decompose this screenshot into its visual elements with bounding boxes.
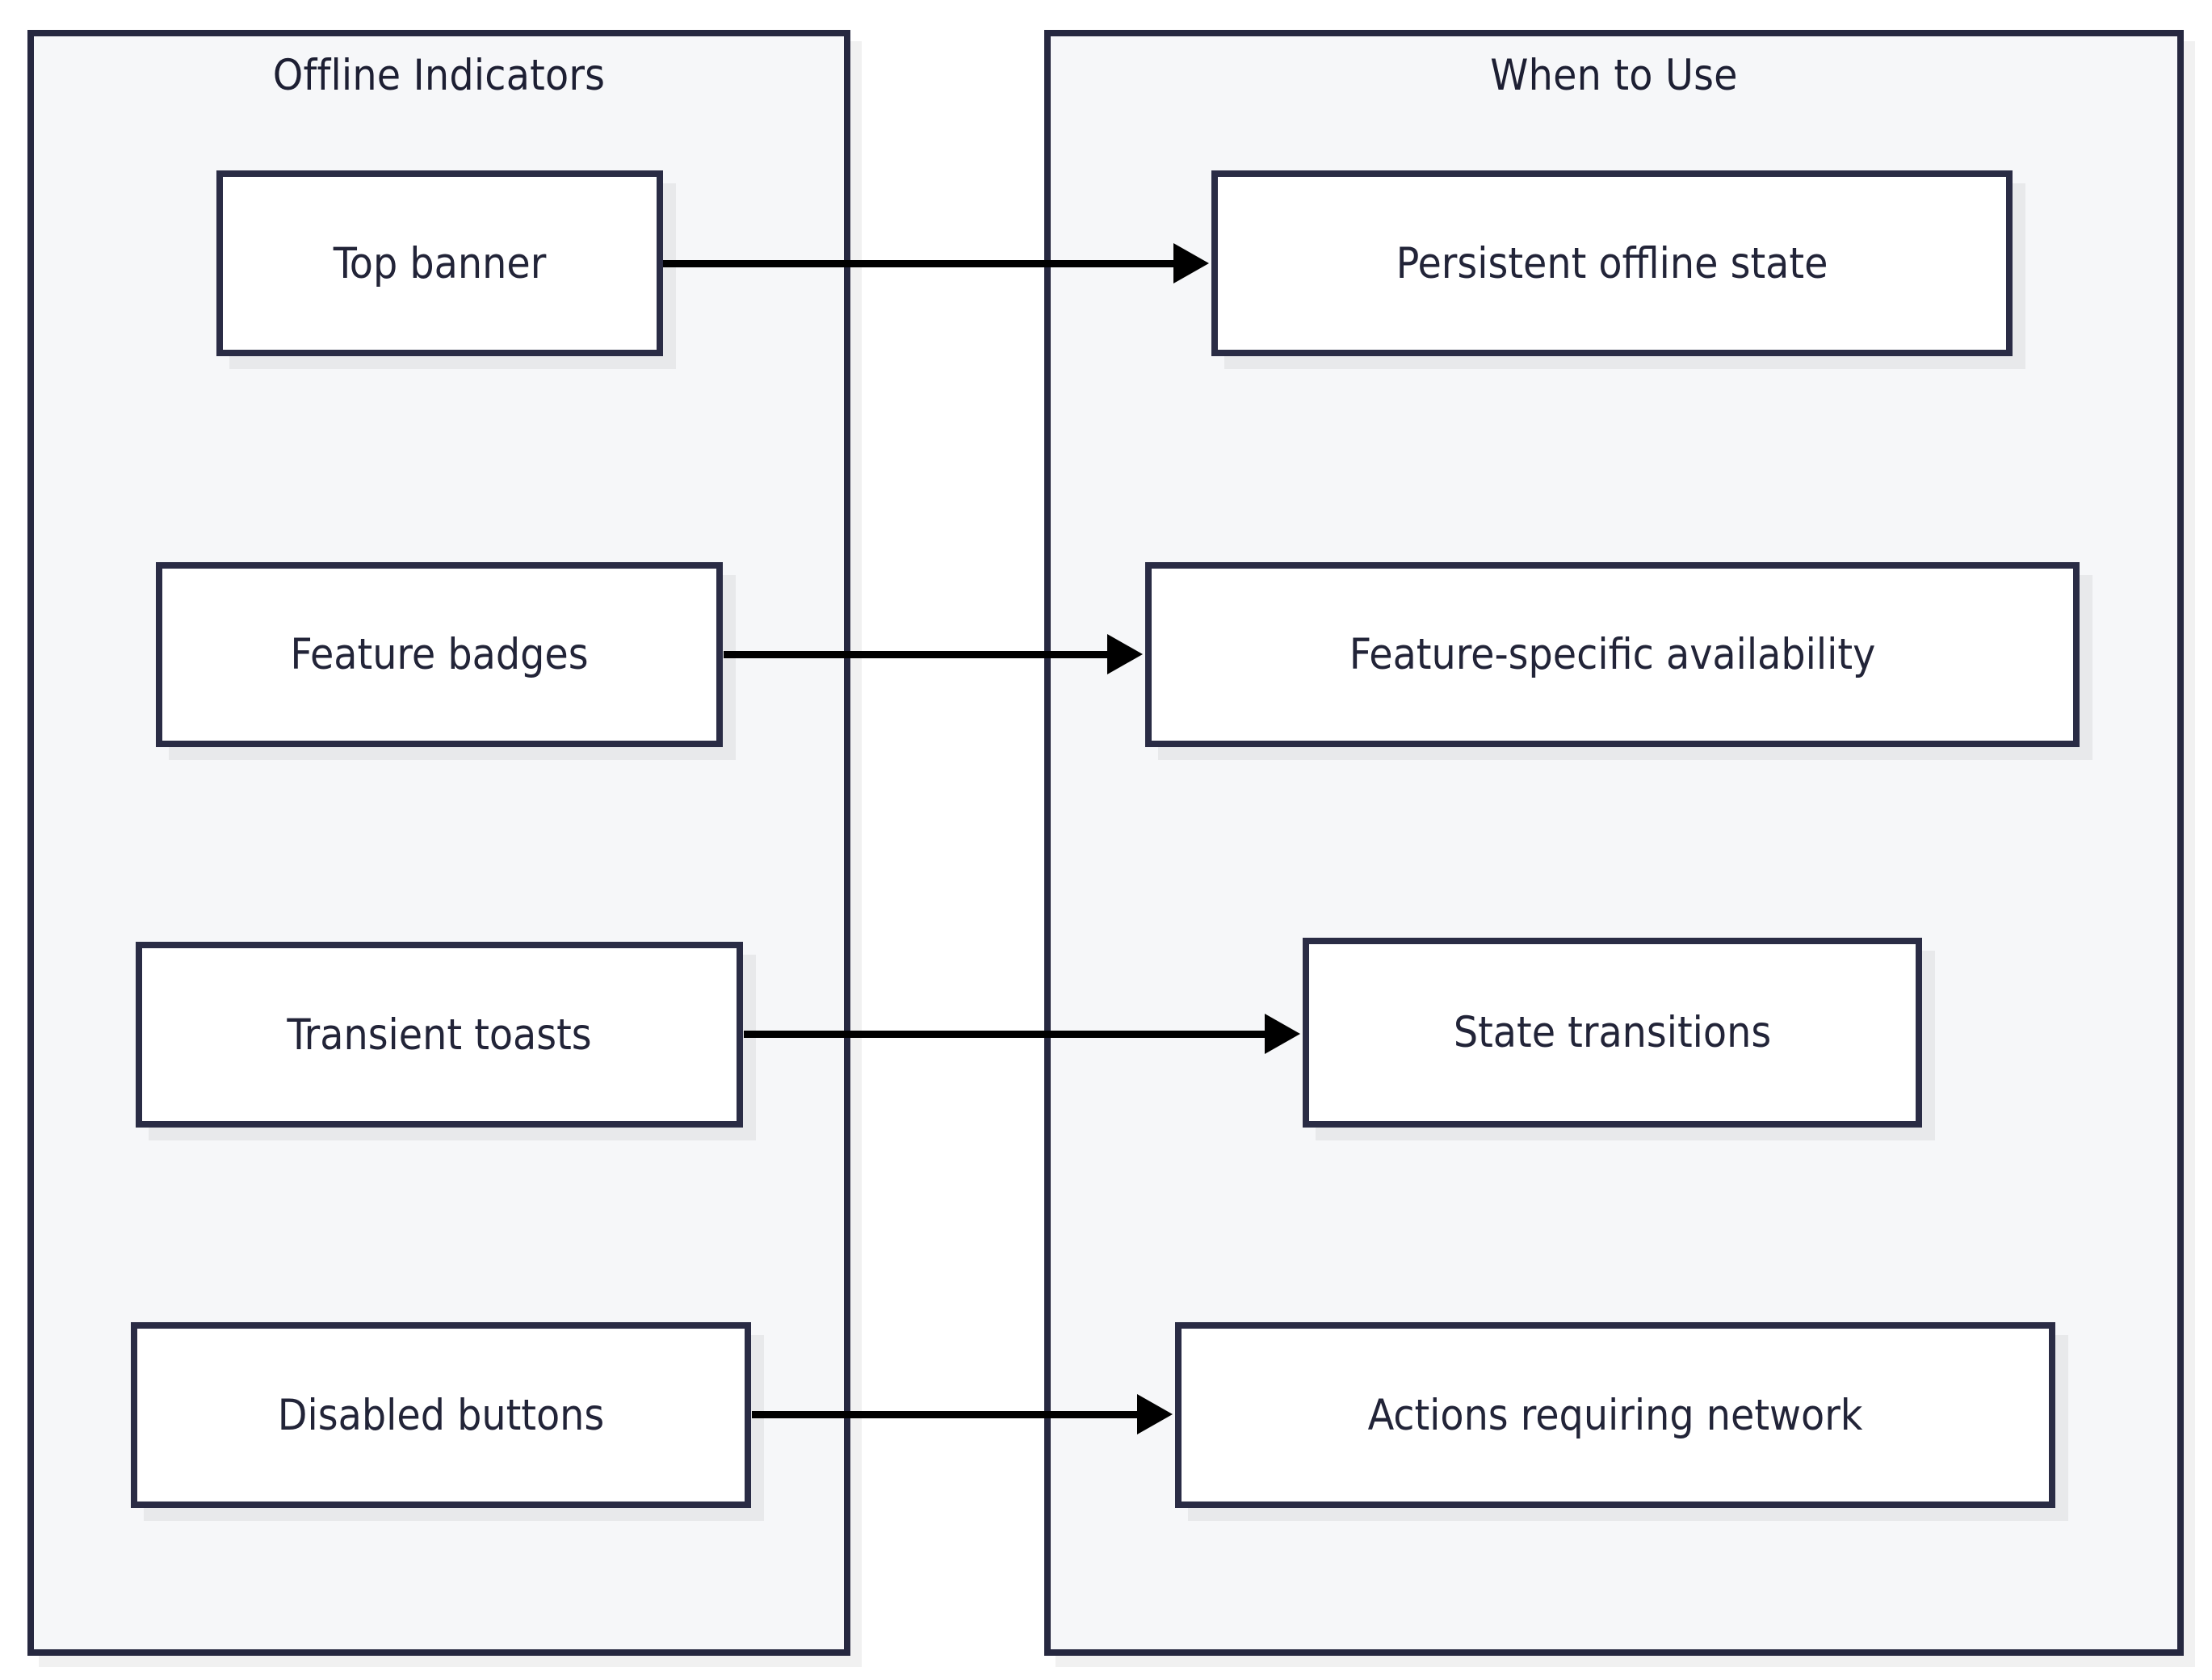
panel-title-when-to-use: When to Use	[1490, 51, 1738, 100]
node-label-actions-requiring-network: Actions requiring network	[1367, 1390, 1863, 1440]
edge-4-line	[752, 1411, 1137, 1418]
edge-1-line	[663, 260, 1173, 267]
edge-3-arrowhead	[1265, 1014, 1300, 1054]
edge-3-line	[744, 1031, 1265, 1038]
node-label-feature-specific-availability: Feature-specific availability	[1349, 630, 1876, 679]
node-persistent-offline-state[interactable]: Persistent offline state	[1211, 170, 2013, 356]
node-actions-requiring-network[interactable]: Actions requiring network	[1175, 1322, 2055, 1508]
node-state-transitions[interactable]: State transitions	[1303, 938, 1922, 1128]
node-top-banner[interactable]: Top banner	[216, 170, 663, 356]
edge-1-arrowhead	[1173, 243, 1209, 284]
node-feature-badges[interactable]: Feature badges	[156, 562, 723, 747]
node-feature-specific-availability[interactable]: Feature-specific availability	[1145, 562, 2080, 747]
node-disabled-buttons[interactable]: Disabled buttons	[131, 1322, 751, 1508]
node-label-state-transitions: State transitions	[1453, 1008, 1772, 1057]
panel-title-offline-indicators: Offline Indicators	[272, 51, 606, 100]
node-label-persistent-offline-state: Persistent offline state	[1396, 238, 1828, 288]
node-label-disabled-buttons: Disabled buttons	[277, 1390, 605, 1440]
node-label-feature-badges: Feature badges	[290, 630, 589, 679]
node-label-top-banner: Top banner	[333, 238, 547, 288]
node-transient-toasts[interactable]: Transient toasts	[136, 942, 743, 1128]
edge-2-arrowhead	[1107, 634, 1143, 674]
edge-4-arrowhead	[1137, 1394, 1173, 1434]
node-label-transient-toasts: Transient toasts	[287, 1010, 592, 1060]
edge-2-line	[724, 651, 1107, 658]
